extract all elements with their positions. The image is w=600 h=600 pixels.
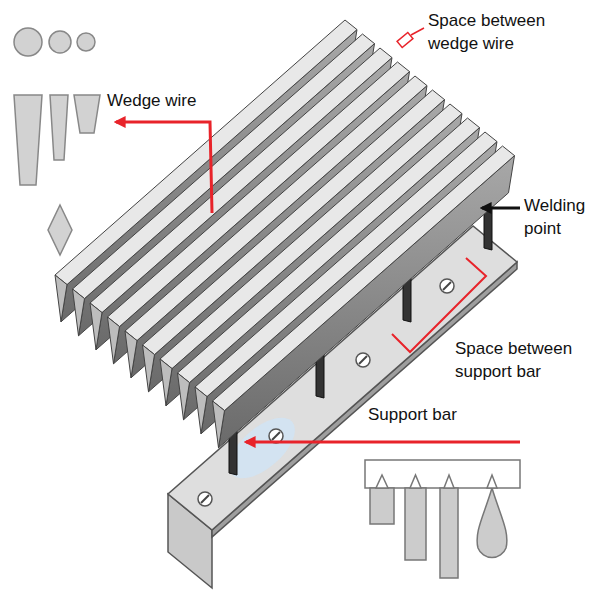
part-label: Space between wedge wire — [428, 10, 558, 56]
wire-profiles — [14, 28, 100, 255]
part-label: Welding point — [524, 195, 594, 241]
wedge-wires — [55, 20, 515, 448]
part-label: Wedge wire — [107, 90, 227, 113]
part-label: Support bar — [368, 404, 488, 427]
support-bar-profiles — [365, 460, 520, 578]
part-label: Space between support bar — [455, 338, 585, 384]
